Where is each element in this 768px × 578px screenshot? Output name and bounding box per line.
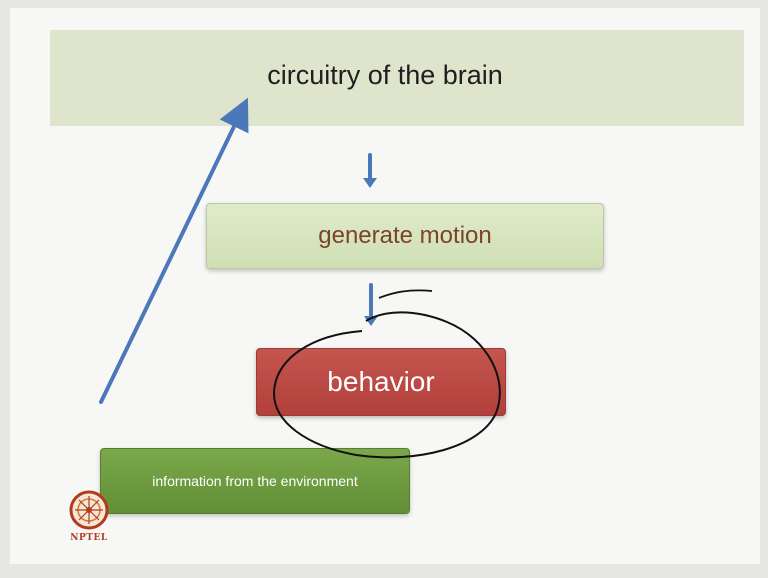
generate-motion-box: generate motion — [206, 203, 604, 269]
hand-drawn-stroke — [378, 289, 433, 299]
environment-label: information from the environment — [152, 473, 358, 489]
hand-drawn-circle — [272, 311, 501, 459]
down-arrow-top — [363, 153, 377, 188]
nptel-logo-text: NPTEL — [70, 533, 108, 543]
behavior-box: behavior — [256, 348, 506, 416]
top-band — [50, 30, 744, 126]
circuitry-label: circuitry of the brain — [267, 60, 503, 90]
environment-box: information from the environment — [100, 448, 410, 514]
down-arrow-middle — [364, 283, 378, 326]
generate-motion-label: generate motion — [318, 222, 492, 249]
nptel-logo: NPTEL — [61, 486, 117, 556]
feedback-arrow — [99, 97, 249, 404]
behavior-label: behavior — [327, 366, 435, 397]
nptel-emblem-icon — [69, 490, 109, 530]
diagram-overlay — [99, 97, 501, 459]
slide: circuitry of the brain generate motion b… — [10, 8, 760, 564]
